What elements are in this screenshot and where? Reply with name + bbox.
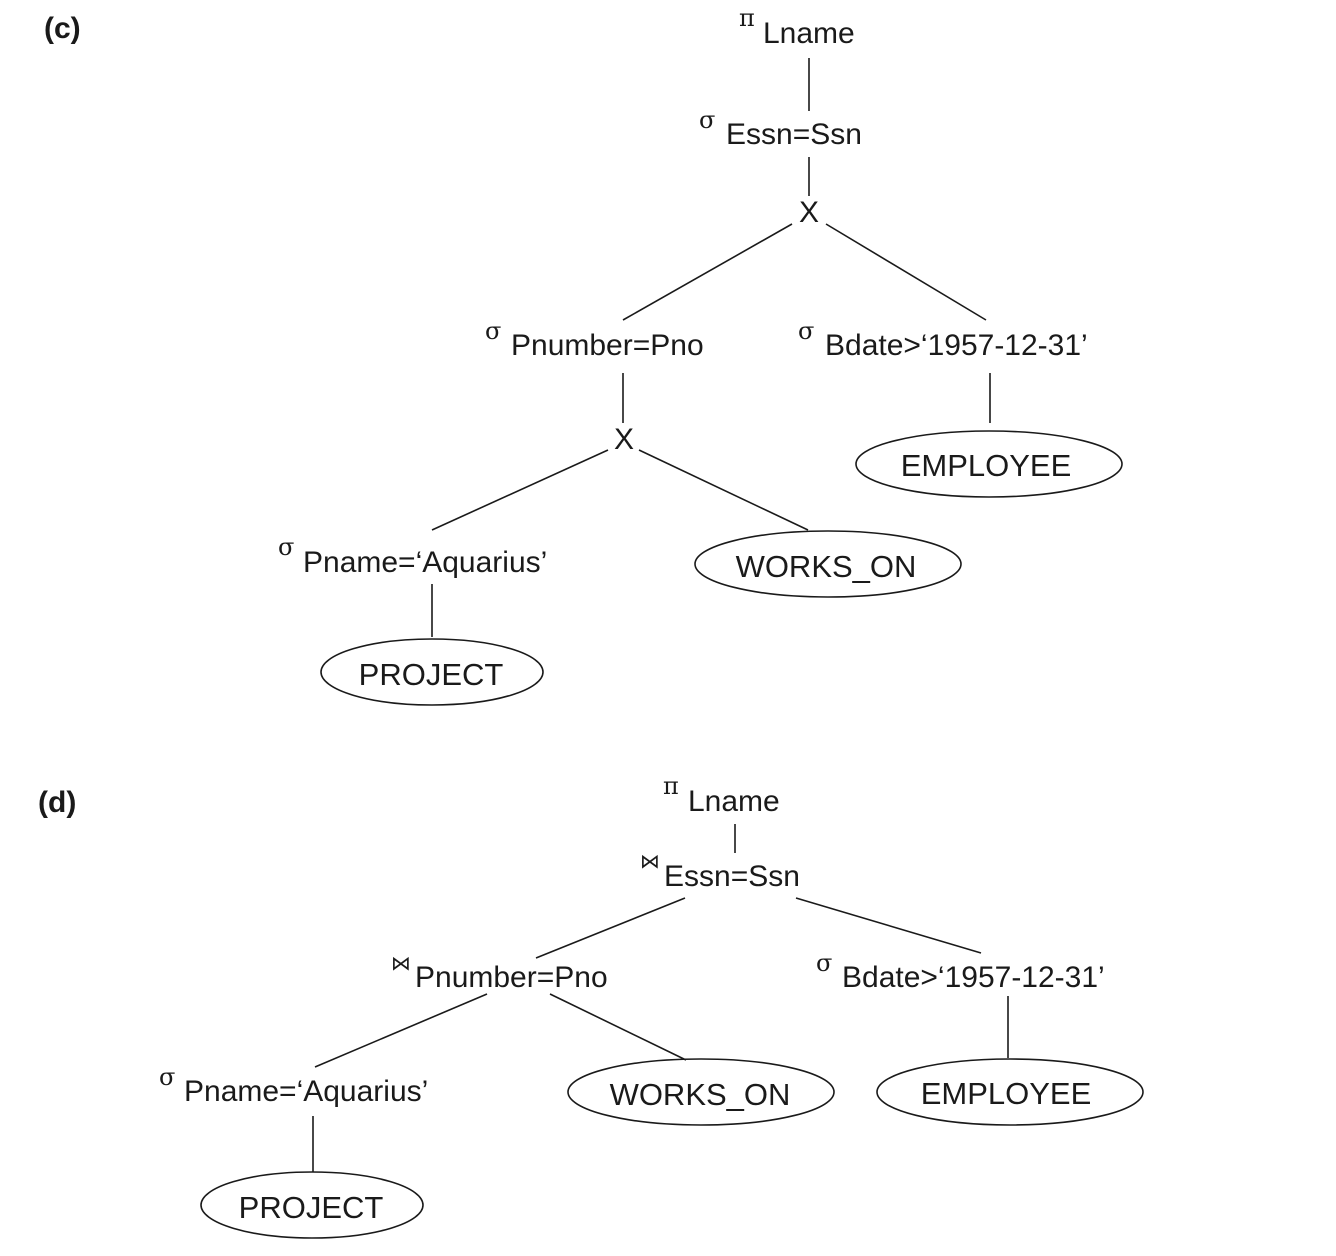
join-condition: Essn=Ssn bbox=[664, 860, 800, 893]
select-condition: Essn=Ssn bbox=[726, 118, 862, 151]
relation-ellipse bbox=[567, 1058, 835, 1126]
relation-works-on-d: WORKS_ON bbox=[567, 1058, 835, 1126]
select-condition: Pname=‘Aquarius’ bbox=[303, 546, 547, 579]
join-symbol: ⋈ bbox=[391, 951, 411, 975]
sigma-symbol: σ bbox=[699, 106, 715, 134]
select-condition: Bdate>‘1957-12-31’ bbox=[825, 329, 1088, 362]
select-essn-node-c: σ Essn=Ssn bbox=[699, 106, 862, 151]
pi-symbol: π bbox=[739, 4, 755, 32]
relation-name: EMPLOYEE bbox=[901, 448, 1072, 483]
edge-d-pnumber-to-works-on bbox=[549, 993, 687, 1061]
join-pnumber-node-d: ⋈ Pnumber=Pno bbox=[391, 951, 608, 994]
edge-d-join-to-bdate bbox=[795, 897, 982, 954]
join-symbol: ⋈ bbox=[640, 849, 660, 873]
sigma-symbol: σ bbox=[278, 533, 294, 561]
relation-name: PROJECT bbox=[359, 657, 504, 692]
pi-symbol: π bbox=[663, 772, 679, 800]
select-condition: Bdate>‘1957-12-31’ bbox=[842, 961, 1105, 994]
select-bdate-node-d: σ Bdate>‘1957-12-31’ bbox=[816, 949, 1105, 994]
relation-ellipse bbox=[694, 530, 962, 598]
sigma-symbol: σ bbox=[159, 1063, 175, 1091]
select-pname-node-d: σ Pname=‘Aquarius’ bbox=[159, 1063, 428, 1108]
relation-works-on-c: WORKS_ON bbox=[694, 530, 962, 598]
sigma-symbol: σ bbox=[798, 317, 814, 345]
relation-employee-d: EMPLOYEE bbox=[876, 1058, 1144, 1126]
panel-c: (c) π Lname σ Essn=Ssn X σ Pnumber=Pno bbox=[44, 4, 1123, 706]
relation-ellipse bbox=[855, 430, 1123, 498]
project-attribute: Lname bbox=[763, 17, 855, 50]
sigma-symbol: σ bbox=[816, 949, 832, 977]
edge-d-join-to-pnumber bbox=[535, 897, 686, 959]
project-node-c: π Lname bbox=[739, 4, 855, 50]
relation-name: PROJECT bbox=[239, 1190, 384, 1225]
sigma-symbol: σ bbox=[485, 317, 501, 345]
edge-c-cross-to-works-on bbox=[638, 449, 809, 531]
cross-product-top: X bbox=[799, 196, 819, 229]
cross-product-bottom: X bbox=[614, 423, 634, 456]
select-bdate-node-c: σ Bdate>‘1957-12-31’ bbox=[798, 317, 1088, 362]
relation-ellipse bbox=[876, 1058, 1144, 1126]
relation-name: EMPLOYEE bbox=[921, 1076, 1092, 1111]
relation-employee-c: EMPLOYEE bbox=[855, 430, 1123, 498]
relation-name: WORKS_ON bbox=[610, 1077, 791, 1112]
select-condition: Pname=‘Aquarius’ bbox=[184, 1075, 428, 1108]
relation-project-c: PROJECT bbox=[320, 638, 544, 706]
join-essn-node-d: ⋈ Essn=Ssn bbox=[640, 849, 800, 893]
panel-label-d: (d) bbox=[38, 786, 76, 819]
relation-name: WORKS_ON bbox=[736, 549, 917, 584]
edge-c-cross-to-bdate bbox=[825, 223, 987, 321]
project-attribute: Lname bbox=[688, 785, 780, 818]
panel-label-c: (c) bbox=[44, 12, 81, 45]
select-condition: Pnumber=Pno bbox=[511, 329, 704, 362]
select-pname-node-c: σ Pname=‘Aquarius’ bbox=[278, 533, 547, 579]
edge-c-cross-to-pname bbox=[431, 449, 609, 531]
panel-d: (d) π Lname ⋈ Essn=Ssn ⋈ Pnumber=Pno σ B… bbox=[38, 772, 1144, 1239]
relation-ellipse bbox=[320, 638, 544, 706]
select-pnumber-node-c: σ Pnumber=Pno bbox=[485, 317, 704, 362]
edge-c-cross-to-pnumber bbox=[622, 223, 793, 321]
project-node-d: π Lname bbox=[663, 772, 780, 818]
relation-ellipse bbox=[200, 1171, 424, 1239]
relation-project-d: PROJECT bbox=[200, 1171, 424, 1239]
join-condition: Pnumber=Pno bbox=[415, 961, 608, 994]
edge-d-pnumber-to-pname bbox=[314, 993, 488, 1068]
